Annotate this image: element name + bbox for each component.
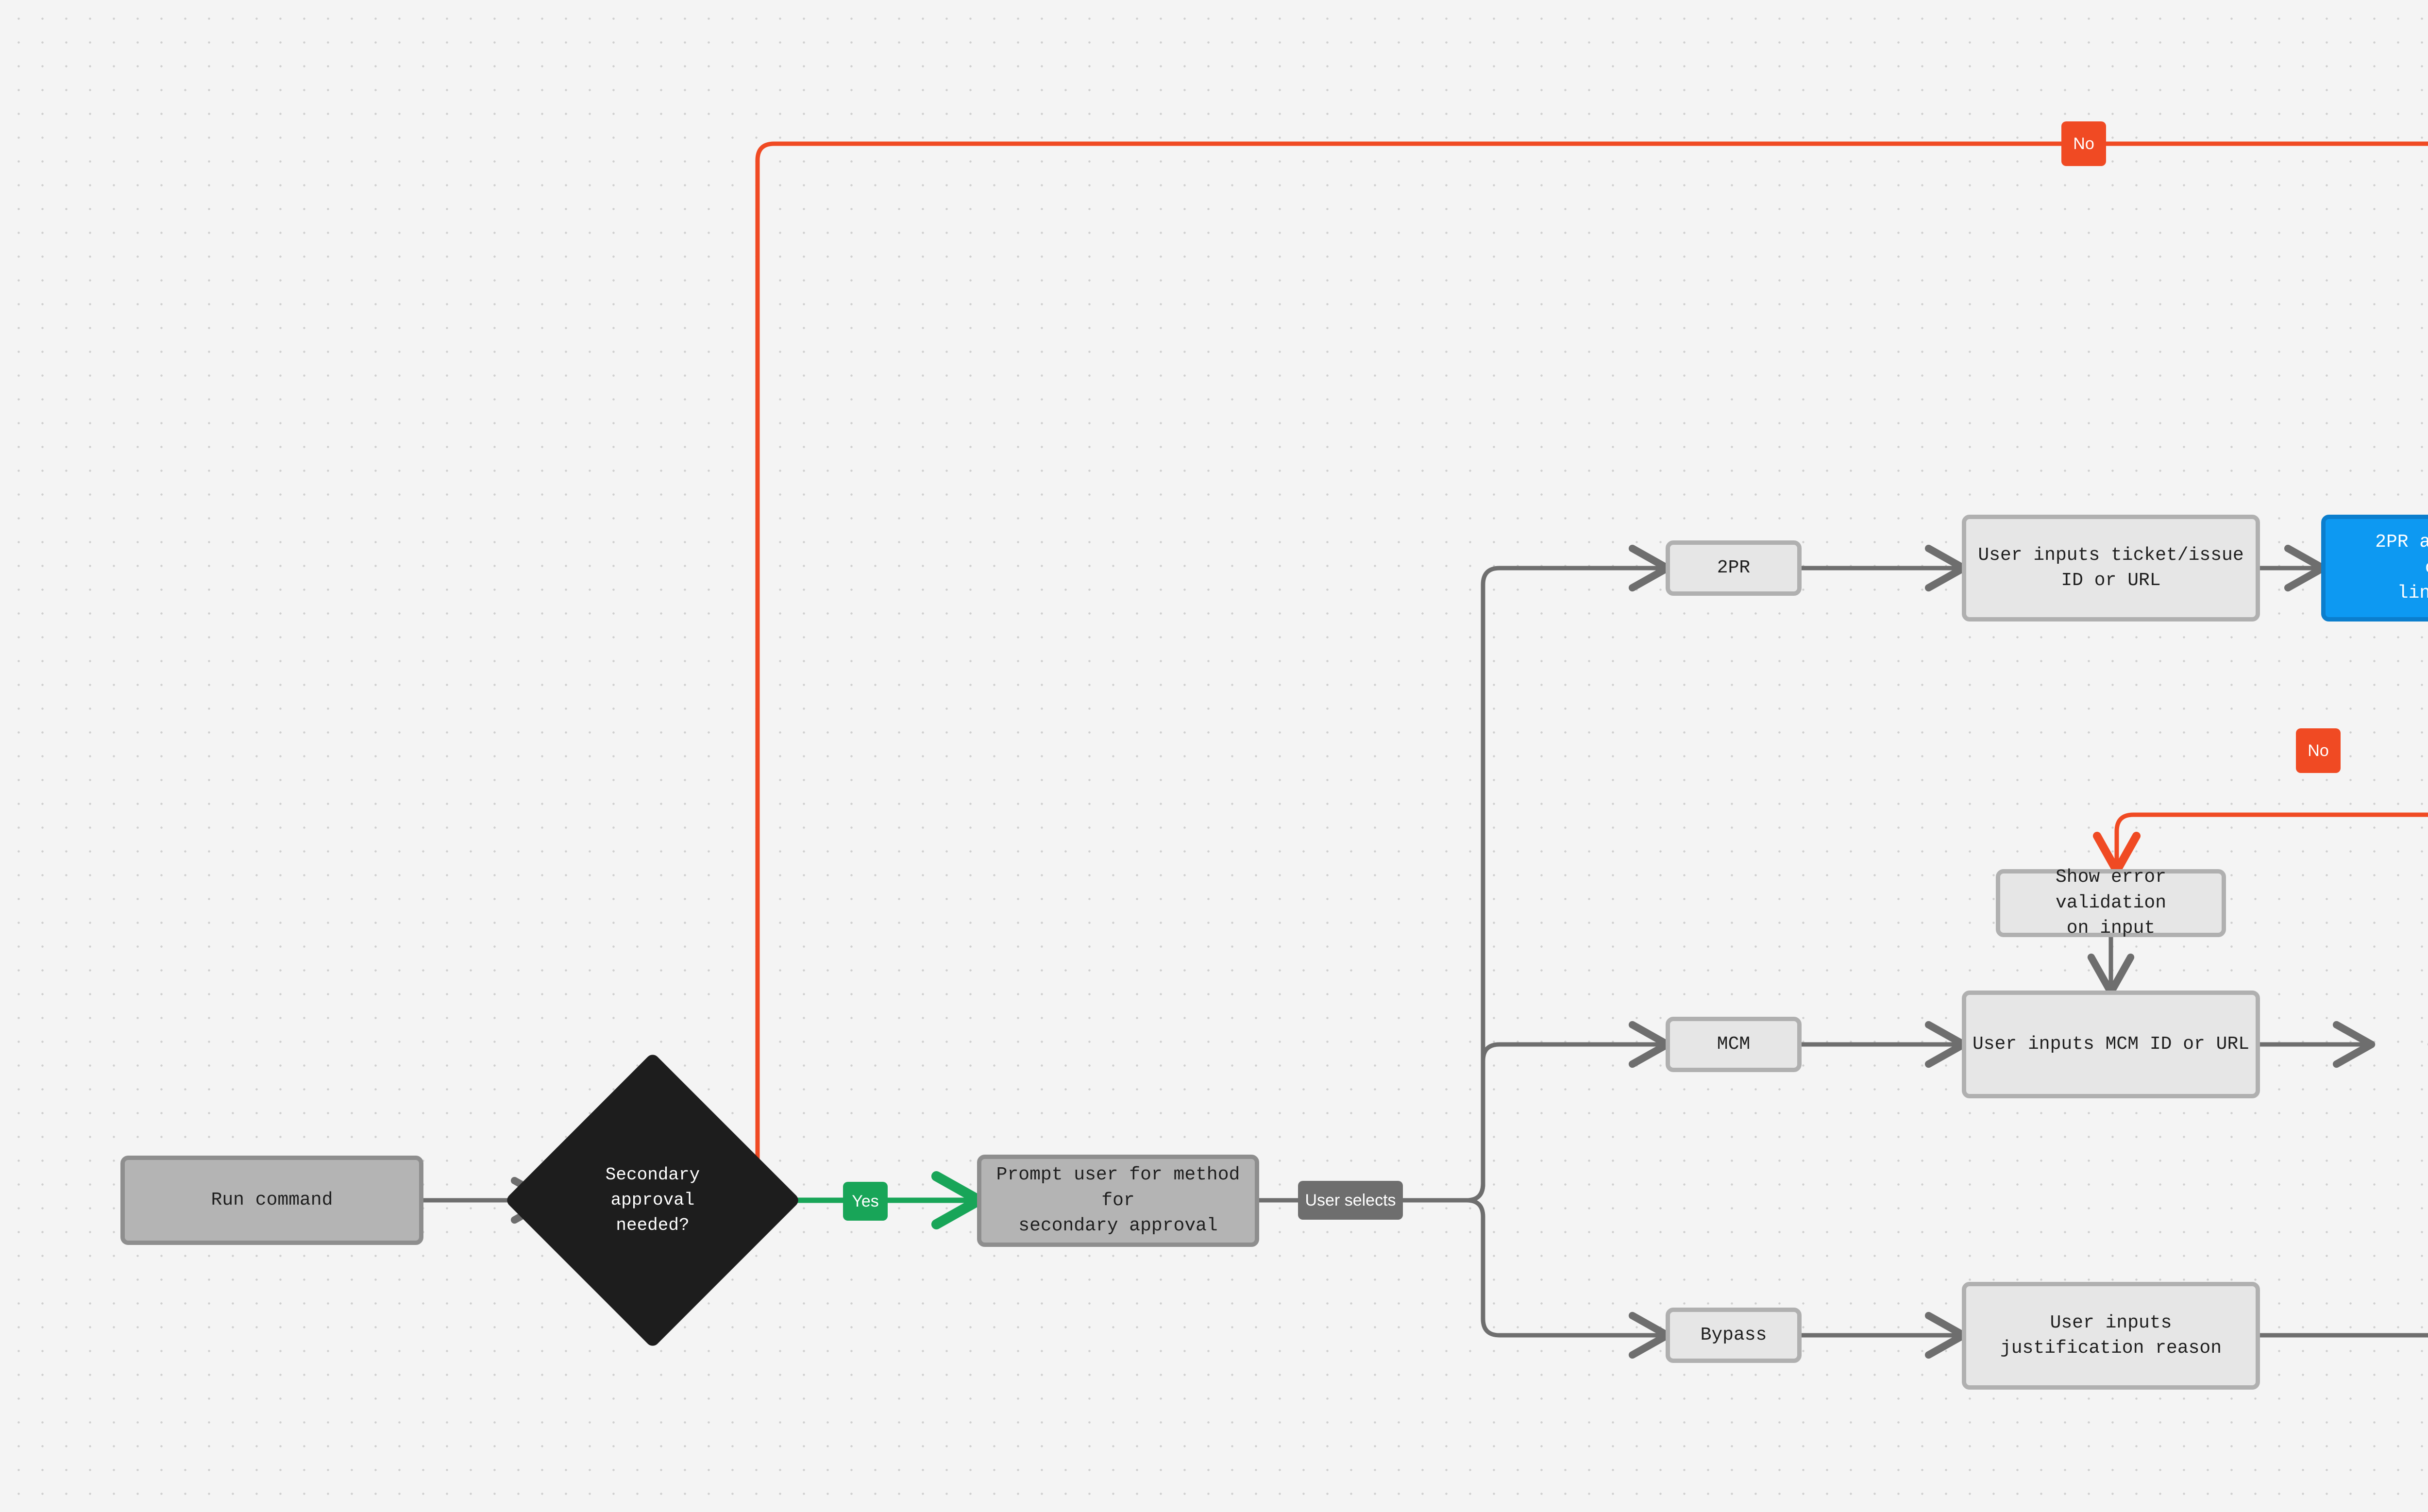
node-prompt-user[interactable]: Prompt user for method for secondary app… [977, 1155, 1259, 1247]
node-run-command[interactable]: Run command [120, 1156, 423, 1245]
node-option-2pr[interactable]: 2PR [1666, 540, 1802, 596]
node-secondary-approval[interactable]: Secondary approval needed? [504, 1052, 801, 1349]
node-show-error[interactable]: Show error validation on input [1996, 867, 2226, 939]
node-input-ticket[interactable]: User inputs ticket/issue ID or URL [1962, 515, 2260, 622]
edge-spine-to-2pr [1464, 544, 1671, 1203]
node-label: Secondary approval needed? [605, 1164, 700, 1236]
edge-mcm-no-loop [2092, 812, 2428, 875]
node-option-bypass[interactable]: Bypass [1666, 1308, 1802, 1363]
edge-label-user-selects[interactable]: User selects [1298, 1181, 1403, 1220]
edge-label-secondary-no[interactable]: No [2061, 121, 2106, 166]
node-option-mcm[interactable]: MCM [1666, 1017, 1802, 1072]
node-input-mcm[interactable]: User inputs MCM ID or URL [1962, 991, 2260, 1098]
node-label: MCM approved by non- technician? [2370, 1007, 2428, 1083]
node-input-justification[interactable]: User inputs justification reason [1962, 1282, 2260, 1390]
edge-justification-to-command [2258, 1333, 2428, 1338]
edge-label-mcm-error-no[interactable]: No [2296, 728, 2341, 773]
edge-label-secondary-yes[interactable]: Yes [843, 1182, 888, 1221]
node-mcm-approved[interactable]: MCM approved by non- technician? [2370, 953, 2428, 1136]
edge-spine-to-bypass [1464, 1198, 1671, 1359]
node-2pr-created[interactable]: 2PR automatically created; link provided [2321, 515, 2428, 622]
edge-spine-to-mcm [1464, 1021, 1671, 1203]
